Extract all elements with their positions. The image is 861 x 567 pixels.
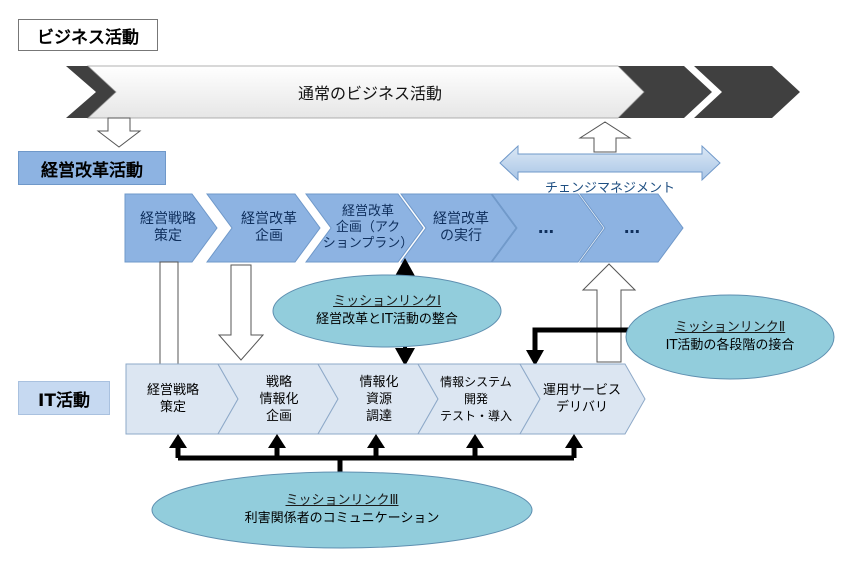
change-management-arrow	[499, 144, 721, 182]
it-step-5-label: 運用サービス デリバリ	[542, 383, 621, 415]
reform-step-4-label: 経営改革 の実行	[433, 211, 489, 244]
it-step-shape	[519, 363, 646, 435]
reform-step-shape	[491, 193, 604, 263]
strategy-connector	[159, 261, 179, 365]
mission-link-1-up-arrowhead	[395, 258, 415, 276]
delivery-up-arrow-icon	[581, 263, 637, 363]
mission-link-1-ellipse	[272, 274, 502, 348]
it-step-4-label: 情報システム 開発 テスト・導入	[439, 374, 512, 423]
banner-down-arrow-icon	[96, 117, 142, 148]
mission-link-3-ellipse	[151, 471, 533, 549]
section-business: ビジネス活動	[18, 19, 158, 51]
business-banner-arrow	[86, 65, 645, 119]
mission-link-2-text: ミッションリンクⅡ IT活動の各段階の接合	[636, 314, 824, 360]
it-step-1-label: 経営戦略 策定	[146, 383, 199, 415]
mission-link-2-arrowhead	[526, 350, 544, 366]
reform-step-5-label: …	[538, 217, 556, 237]
mission-link-2-desc: IT活動の各段階の接合	[665, 338, 795, 353]
mission-link-1-title: ミッションリンクⅠ	[333, 294, 441, 309]
mission-link-1-desc: 経営改革とIT活動の整合	[316, 312, 458, 327]
section-management-reform: 経営改革活動	[18, 151, 166, 185]
mission-link-1-text: ミッションリンクⅠ 経営改革とIT活動の整合	[285, 288, 489, 334]
mission-link-3-title: ミッションリンクⅢ	[285, 493, 399, 508]
section-it: IT活動	[18, 381, 110, 415]
mission-link-3-text: ミッションリンクⅢ 利害関係者のコミュニケーション	[192, 487, 492, 533]
mission-link-2-title: ミッションリンクⅡ	[674, 320, 786, 335]
mission-link-3-desc: 利害関係者のコミュニケーション	[244, 511, 440, 526]
mission-link-1-down-arrowhead	[395, 348, 415, 366]
mission-link-2-ellipse	[625, 294, 835, 380]
reform-step-shape	[400, 193, 517, 263]
reform-step-shape	[206, 193, 321, 263]
banner-dark-chevron-right	[694, 66, 800, 118]
reform-step-1-label: 経営戦略 策定	[140, 211, 196, 244]
reform-chevron-group	[124, 193, 684, 263]
reform-step-2-label: 経営改革 企画	[241, 211, 297, 244]
reform-step-shape	[579, 193, 684, 263]
reform-step-6-label: …	[624, 217, 642, 237]
banner-dark-chevron-mid	[615, 66, 712, 118]
it-step-3-label: 情報化 資源 調達	[359, 374, 399, 424]
change-management-label: チェンジマネジメント	[544, 180, 675, 196]
change-up-arrow-icon	[578, 121, 632, 153]
it-step-2-label: 戦略 情報化 企画	[259, 374, 299, 424]
business-banner-label: 通常のビジネス活動	[297, 84, 442, 103]
reform-step-shape	[305, 193, 424, 263]
mission-link-3-arrows	[169, 434, 583, 458]
it-chevron-group	[125, 363, 646, 435]
mission-link-2-connector	[532, 327, 660, 352]
reform-step-3-label: 経営改革 企画（アク ションプラン）	[322, 204, 414, 251]
reform-step-shape	[124, 193, 218, 263]
plan-down-arrow-icon	[217, 264, 265, 361]
